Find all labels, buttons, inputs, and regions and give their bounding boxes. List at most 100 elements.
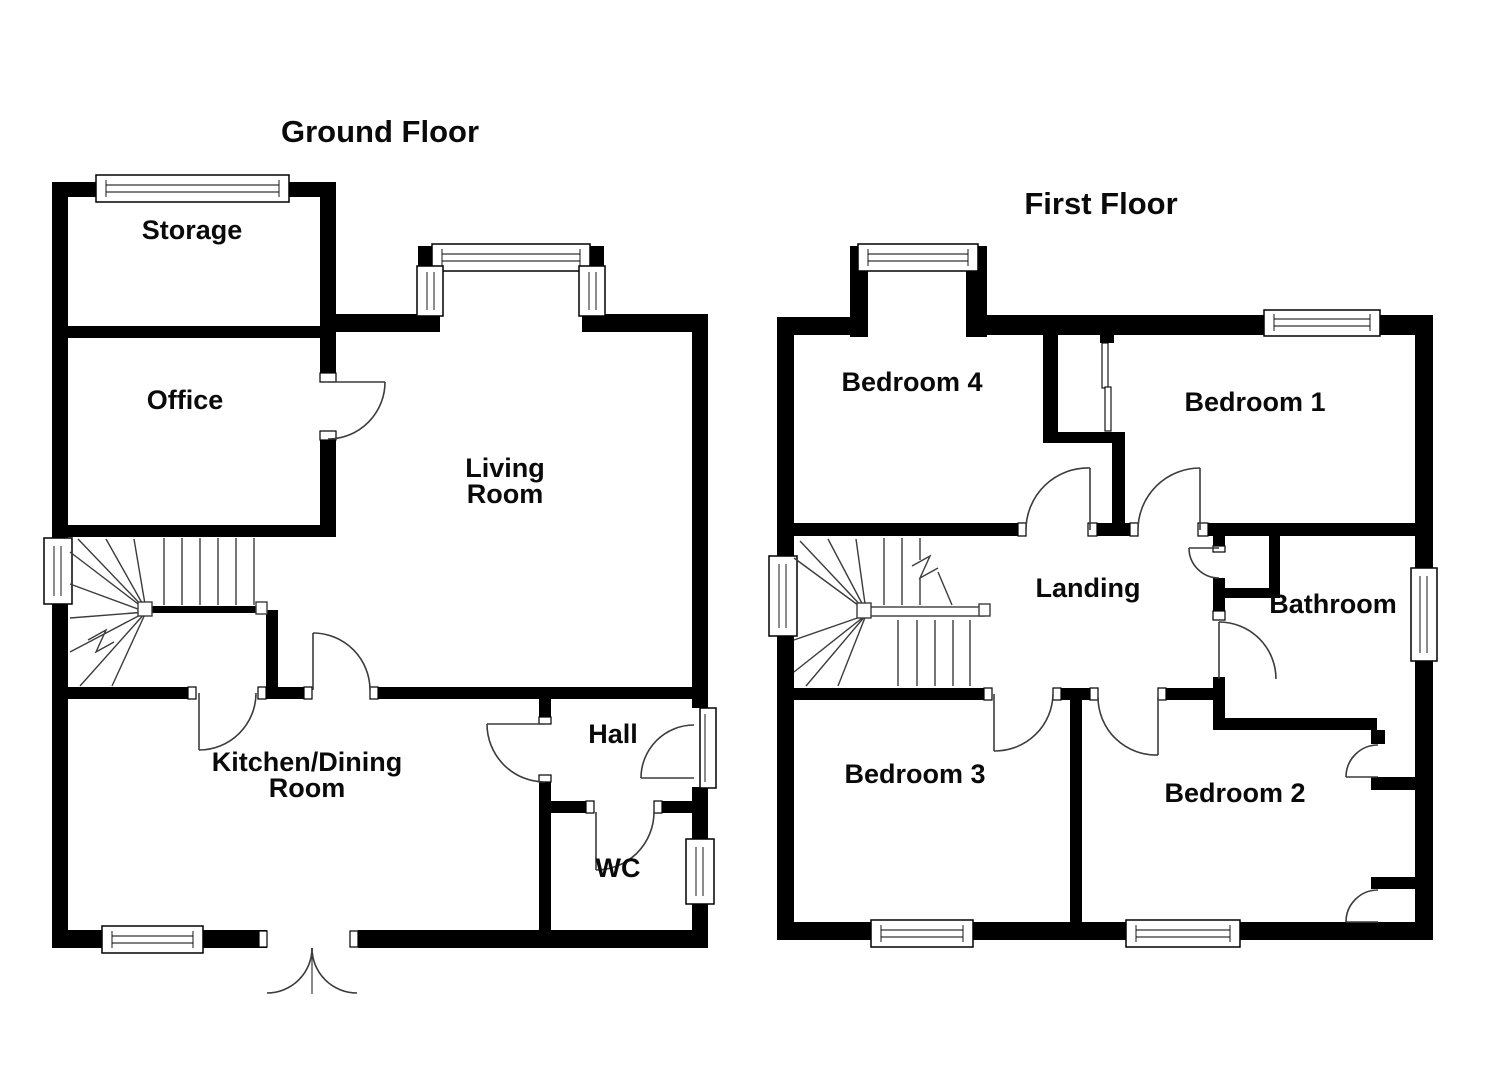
wall-segment bbox=[1208, 523, 1432, 536]
wall-segment bbox=[1213, 536, 1225, 546]
ground-floor-staircase bbox=[69, 538, 268, 687]
door-front-entrance bbox=[640, 724, 695, 779]
label-living-room-line1: Living bbox=[465, 453, 545, 483]
wall-segment bbox=[794, 523, 1018, 536]
wall-segment bbox=[1415, 657, 1433, 938]
door-wardrobe-lower bbox=[1345, 889, 1379, 923]
door-stair-lobby bbox=[312, 632, 371, 691]
stair-break-symbol bbox=[911, 554, 939, 580]
window-bathroom-right bbox=[1410, 567, 1438, 662]
label-wc: WC bbox=[596, 853, 641, 883]
wall-segment bbox=[1166, 688, 1225, 700]
door-bedroom1 bbox=[1137, 467, 1201, 531]
label-kitchen-line1: Kitchen/Dining bbox=[212, 747, 403, 777]
door-jamb bbox=[1157, 687, 1167, 701]
label-bathroom: Bathroom bbox=[1269, 589, 1397, 619]
wall-segment bbox=[378, 687, 692, 699]
wall-segment bbox=[320, 182, 336, 373]
wall-segment bbox=[266, 687, 304, 699]
door-jamb bbox=[1212, 545, 1226, 553]
window-bay-top bbox=[431, 243, 591, 272]
door-jamb bbox=[303, 686, 313, 700]
door-bedroom4 bbox=[1025, 467, 1091, 531]
window-bay-right bbox=[578, 265, 606, 317]
first-floor-title: First Floor bbox=[1024, 186, 1177, 221]
wall-segment bbox=[662, 801, 692, 813]
wall-segment bbox=[1371, 730, 1385, 744]
label-bedroom4: Bedroom 4 bbox=[841, 367, 982, 397]
wall-segment bbox=[52, 326, 336, 338]
label-bedroom2: Bedroom 2 bbox=[1164, 778, 1305, 808]
wall-segment bbox=[1371, 877, 1417, 889]
door-french-double bbox=[266, 947, 358, 994]
ground-floor-door-jambs bbox=[187, 372, 663, 948]
door-bedroom2 bbox=[1097, 696, 1159, 756]
door-jamb bbox=[1017, 522, 1027, 537]
door-hall-kitchen bbox=[486, 723, 546, 783]
door-jamb bbox=[258, 930, 268, 948]
door-jamb bbox=[538, 716, 552, 725]
door-office bbox=[327, 381, 386, 440]
window-storage-top bbox=[95, 174, 290, 203]
ground-floor-walls bbox=[52, 182, 708, 948]
door-bathroom bbox=[1218, 621, 1277, 680]
label-bedroom3: Bedroom 3 bbox=[844, 759, 985, 789]
wall-segment bbox=[1225, 718, 1377, 730]
ground-floor-doors bbox=[198, 381, 695, 994]
first-floor-doors bbox=[993, 467, 1379, 923]
wall-segment bbox=[1213, 588, 1278, 598]
first-floor-staircase bbox=[793, 538, 991, 687]
label-kitchen-line2: Room bbox=[269, 773, 346, 803]
door-jamb bbox=[1197, 522, 1209, 537]
wall-segment bbox=[777, 317, 852, 335]
window-landing-left bbox=[768, 555, 798, 637]
label-office: Office bbox=[147, 385, 224, 415]
wall-segment bbox=[68, 687, 188, 699]
ground-floor-plan: Ground Floor bbox=[43, 114, 717, 994]
first-floor-door-jambs bbox=[983, 522, 1226, 701]
wall-segment bbox=[539, 782, 551, 930]
wall-segment bbox=[1043, 335, 1058, 443]
window-bedroom1-top bbox=[1263, 309, 1381, 337]
wall-segment bbox=[539, 699, 551, 717]
stair-newel bbox=[137, 601, 153, 617]
wall-segment bbox=[1213, 598, 1225, 613]
wall-segment bbox=[794, 688, 984, 700]
ground-floor-windows bbox=[43, 174, 717, 954]
window-bedroom2-bottom bbox=[1125, 919, 1241, 948]
door-wc bbox=[595, 811, 655, 871]
wall-segment bbox=[551, 801, 586, 813]
wall-segment bbox=[777, 922, 873, 940]
door-jamb bbox=[653, 800, 663, 814]
wall-segment bbox=[1269, 536, 1280, 598]
wall-segment bbox=[1112, 432, 1125, 536]
wall-segment bbox=[266, 610, 278, 688]
wall-segment bbox=[692, 314, 708, 708]
wall-segment bbox=[336, 314, 440, 332]
wall-segment bbox=[1043, 432, 1113, 443]
door-wardrobe-upper bbox=[1345, 744, 1379, 778]
door-jamb bbox=[983, 687, 993, 701]
door-jamb bbox=[1052, 687, 1062, 701]
door-airing-cupboard bbox=[1188, 547, 1220, 579]
window-bedroom3-bottom bbox=[870, 919, 974, 948]
first-floor-labels: Bedroom 4 Bedroom 1 Landing Bathroom Bed… bbox=[841, 367, 1396, 808]
window-bay-left bbox=[416, 265, 444, 317]
label-storage: Storage bbox=[142, 215, 243, 245]
door-jamb bbox=[257, 686, 267, 700]
front-door-threshold bbox=[699, 707, 717, 789]
door-jamb bbox=[349, 930, 359, 948]
stair-rail bbox=[146, 606, 262, 613]
stair-newel bbox=[978, 603, 991, 617]
ground-floor-labels: Storage Office Living Room Kitchen/Dinin… bbox=[142, 215, 641, 883]
door-jamb bbox=[319, 430, 337, 441]
wall-segment bbox=[320, 440, 336, 537]
wall-segment bbox=[52, 930, 104, 948]
cupboard-sliding-doors bbox=[1101, 342, 1112, 432]
wall-segment bbox=[1238, 922, 1433, 940]
door-jamb bbox=[538, 774, 552, 783]
wall-segment bbox=[1070, 694, 1082, 922]
wall-segment bbox=[358, 930, 708, 948]
